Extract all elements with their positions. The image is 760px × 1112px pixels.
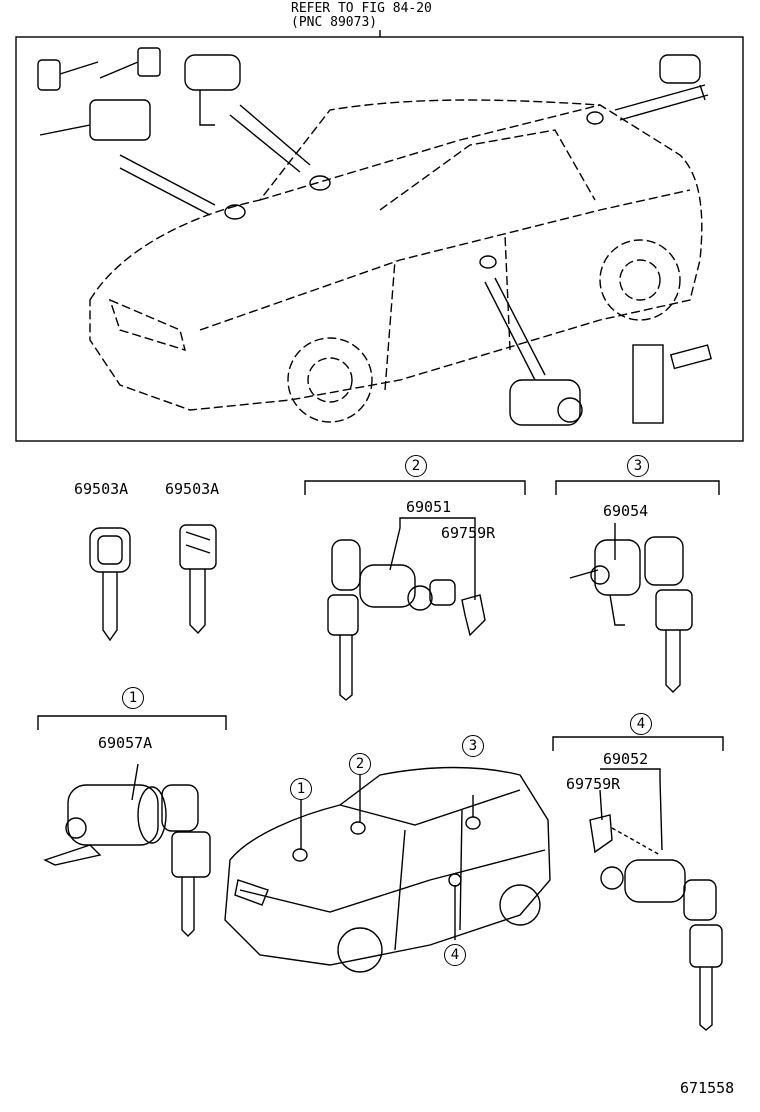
part-label-group-3: 69054 bbox=[603, 502, 649, 520]
group-2-parts bbox=[327, 539, 486, 701]
overview-parts bbox=[37, 47, 712, 426]
part-label-key-left: 69503A bbox=[74, 480, 129, 498]
callout-group-2: 2 bbox=[405, 455, 427, 477]
group-1-parts bbox=[43, 784, 211, 937]
lower-car bbox=[224, 766, 551, 973]
bracket-group-1 bbox=[37, 715, 227, 730]
bracket-group-3 bbox=[555, 480, 720, 495]
bracket-group-2 bbox=[304, 480, 526, 495]
part-label-group-2: 69051 bbox=[406, 498, 452, 516]
header-reference: REFER TO FIG 84-20 bbox=[291, 1, 432, 16]
figure-number: 671558 bbox=[680, 1079, 735, 1097]
part-label-group-4-sub: 69759R bbox=[566, 775, 621, 793]
overview-arrows bbox=[119, 84, 709, 381]
overview-frame bbox=[15, 36, 744, 442]
header-pnc: (PNC 89073) bbox=[291, 15, 378, 30]
callout-group-3: 3 bbox=[627, 455, 649, 477]
car-callout-1: 1 bbox=[290, 778, 312, 800]
part-label-key-right: 69503A bbox=[165, 480, 220, 498]
loose-keys bbox=[89, 524, 217, 642]
part-label-group-1: 69057A bbox=[98, 734, 153, 752]
bracket-group-4 bbox=[552, 736, 724, 751]
car-callout-2: 2 bbox=[349, 753, 371, 775]
part-label-group-2-sub: 69759R bbox=[441, 524, 496, 542]
car-callout-3: 3 bbox=[462, 735, 484, 757]
callout-group-4: 4 bbox=[630, 713, 652, 735]
car-callout-4: 4 bbox=[444, 944, 466, 966]
group-4-parts bbox=[589, 814, 723, 1031]
callout-group-1: 1 bbox=[122, 687, 144, 709]
overview-car bbox=[89, 99, 703, 423]
part-label-group-4: 69052 bbox=[603, 750, 649, 768]
group-3-parts bbox=[569, 536, 693, 693]
